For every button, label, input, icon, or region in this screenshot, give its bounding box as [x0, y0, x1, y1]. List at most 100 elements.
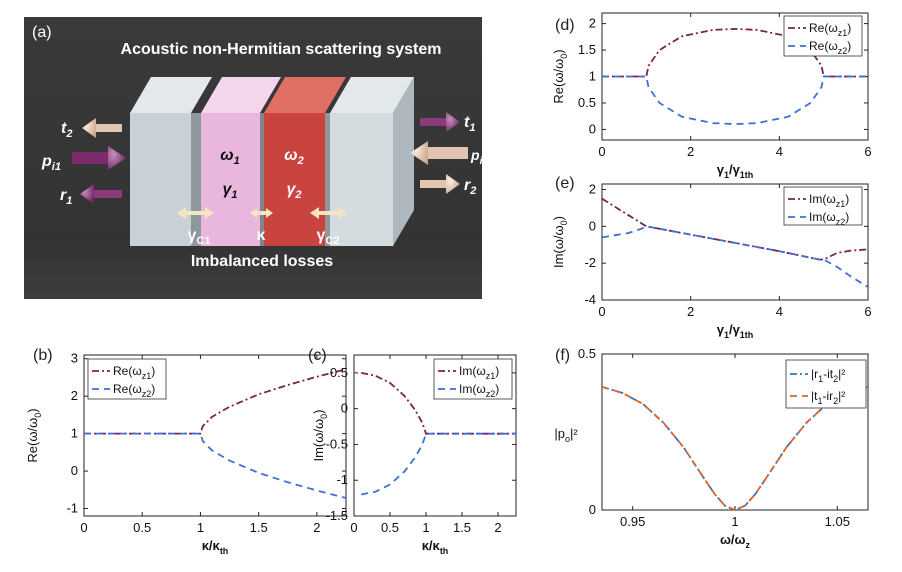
gamma-1-label: γ1	[222, 181, 237, 201]
x-tick-label: 2	[313, 520, 320, 535]
series-line-2	[602, 385, 868, 510]
legend-entry: Im(ωz2)	[809, 210, 849, 227]
legend-box	[783, 186, 863, 226]
end-block-left-front	[130, 113, 191, 246]
gamma-c1-label: γC1	[188, 227, 211, 247]
arrow-t1	[420, 112, 460, 132]
legend-entry: Im(ωz1)	[809, 192, 849, 209]
plot-frame-b	[83, 354, 347, 517]
y-tick-label: 3	[71, 351, 78, 366]
x-tick-label: 1.5	[250, 520, 268, 535]
port-r1-label: r1	[60, 187, 72, 207]
resonator-1-top	[201, 77, 281, 113]
plot-frame-e	[601, 183, 869, 301]
legend-entry: Re(ωz1)	[113, 364, 155, 381]
series-line-2	[602, 225, 868, 288]
y-tick-label: 1.5	[578, 42, 596, 57]
y-tick-label: 2	[589, 16, 596, 31]
x-axis-label-e: γ1/γ1th	[717, 322, 754, 340]
panel-label-b: (b)	[33, 347, 53, 364]
resonator-1-front	[201, 113, 260, 246]
series-line-1	[602, 27, 868, 78]
port-r2-label: r2	[464, 177, 476, 197]
resonator-2-top	[264, 77, 346, 113]
port-t2-label: t2	[61, 120, 72, 140]
legend-box	[87, 358, 167, 400]
legend-c: Im(ωz1)Im(ωz2)	[433, 358, 513, 400]
panel-label-e: (e)	[555, 175, 575, 192]
legend-entry: Im(ωz2)	[459, 382, 499, 399]
gap-3	[325, 113, 330, 246]
legend-f: |r1-it2|² |t1-ir2|²	[785, 359, 867, 409]
series-line-1	[602, 197, 868, 261]
x-axis-label-c: κ/κth	[422, 538, 449, 556]
x-axis-label-b: κ/κth	[202, 538, 229, 556]
x-tick-label: 1.05	[825, 514, 850, 529]
series-line-2	[602, 75, 868, 126]
legend-entry: Re(ωz2)	[113, 382, 155, 399]
x-tick-label: 0.5	[381, 520, 399, 535]
legend-e: Im(ωz1)Im(ωz2)	[783, 186, 863, 227]
arrow-pi2	[410, 141, 468, 165]
series-line-2	[84, 432, 346, 499]
x-tick-label: 4	[776, 144, 783, 159]
port-t1-label: t1	[464, 114, 475, 134]
y-tick-label: 0	[589, 502, 596, 517]
series-line-1	[361, 372, 516, 435]
legend-entry: Im(ωz1)	[459, 364, 499, 381]
legend-b: Re(ωz1)Re(ωz2)	[87, 358, 167, 400]
legend-d: Re(ωz1)Re(ωz2)	[783, 15, 863, 57]
omega-2-label: ω2	[284, 147, 303, 167]
x-tick-label: 0.5	[133, 520, 151, 535]
legend-entry: |t1-ir2|²	[811, 389, 845, 406]
diagram-footer: Imbalanced losses	[191, 253, 333, 270]
plot-frame-c	[353, 354, 517, 517]
y-axis-label-d: Re(ω/ω0)	[551, 49, 569, 103]
legend-box	[433, 358, 513, 400]
arrow-pi1	[72, 146, 126, 170]
x-tick-label: 1	[197, 520, 204, 535]
series-line-2	[361, 432, 516, 496]
y-tick-label: 1	[71, 426, 78, 441]
gamma-c2-label: γC2	[317, 227, 340, 247]
coupling-arrow-c1	[177, 207, 214, 219]
x-tick-label: 4	[776, 304, 783, 319]
y-tick-label: 0	[589, 121, 596, 136]
gap-2	[260, 113, 264, 246]
y-axis-label-b: Re(ω/ω0)	[25, 408, 43, 462]
port-pi2-label: pi2	[470, 147, 488, 167]
coupling-arrow-kappa	[250, 208, 273, 218]
kappa-label: κ	[257, 227, 266, 244]
y-tick-label: -2	[584, 255, 596, 270]
x-axis-label-d: γ1/γ1th	[717, 162, 754, 180]
y-axis-label-f: |po|²	[554, 426, 578, 444]
x-tick-label: 1	[731, 514, 738, 529]
legend-entry: |r1-it2|²	[811, 367, 845, 384]
y-tick-label: 1	[589, 69, 596, 84]
y-tick-label: 0	[341, 401, 348, 416]
arrow-r2	[420, 174, 460, 194]
end-block-left-top	[130, 77, 212, 113]
end-block-right-side	[393, 77, 414, 246]
x-tick-label: 1	[422, 520, 429, 535]
arrow-t2	[82, 118, 122, 138]
legend-box	[783, 15, 863, 57]
schematic-diagram: (a) Acoustic non-Hermitian scattering sy…	[24, 17, 488, 299]
x-tick-label: 2	[494, 520, 501, 535]
panel-label-f: (f)	[555, 347, 570, 364]
legend-entry: Re(ωz1)	[809, 21, 851, 38]
port-pi1-label: pi1	[41, 153, 61, 173]
x-tick-label: 0	[598, 304, 605, 319]
end-block-right-top	[330, 77, 414, 113]
x-tick-label: 2	[687, 304, 694, 319]
x-axis-label-f: ω/ωz	[720, 532, 751, 550]
y-tick-label: -1.5	[326, 508, 348, 523]
y-tick-label: 0	[589, 218, 596, 233]
x-tick-label: 0.95	[620, 514, 645, 529]
coupling-arrow-c2	[310, 207, 347, 219]
legend-entry: Re(ωz2)	[809, 39, 851, 56]
panel-label-d: (d)	[555, 17, 575, 34]
